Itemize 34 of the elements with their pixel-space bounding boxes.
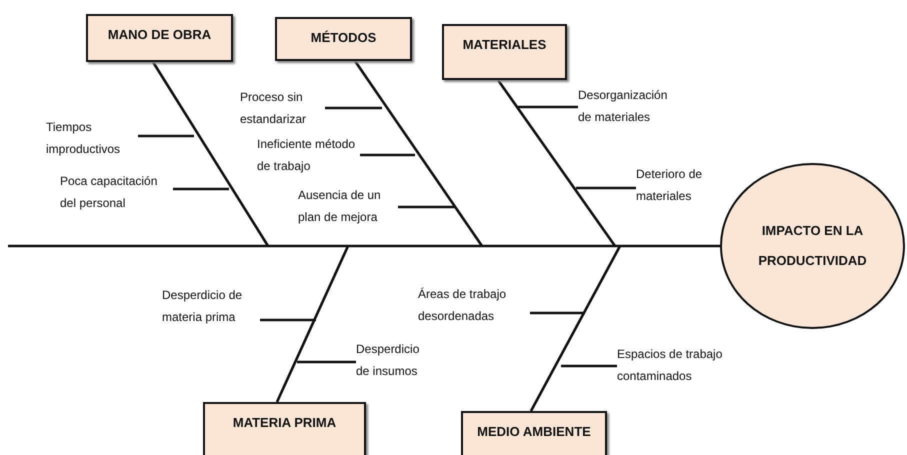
category-box: MATERIA PRIMA bbox=[203, 402, 366, 455]
leader-line bbox=[561, 364, 617, 368]
category-box: MATERIALES bbox=[442, 24, 567, 80]
bone-line bbox=[152, 61, 270, 247]
cause-text: Desperdicio de insumos bbox=[356, 338, 430, 382]
leader-line bbox=[518, 106, 578, 108]
cause-text: Ausencia de un plan de mejora bbox=[298, 184, 398, 228]
cause-text: Deterioro de materiales bbox=[636, 163, 710, 207]
category-box: MEDIO AMBIENTE bbox=[461, 411, 607, 455]
cause-text: Poca capacitación del personal bbox=[60, 170, 173, 214]
cause-text: Desorganización de materiales bbox=[578, 84, 678, 128]
bone-line bbox=[496, 79, 616, 247]
leader-line bbox=[173, 188, 229, 190]
cause-text: Desperdicio de materia prima bbox=[162, 284, 260, 330]
leader-line bbox=[260, 318, 316, 322]
leader-line bbox=[530, 312, 585, 314]
cause-text: Tiempos improductivos bbox=[46, 116, 138, 160]
leader-line bbox=[138, 134, 194, 138]
category-box: MANO DE OBRA bbox=[86, 14, 233, 62]
effect-ellipse: IMPACTO EN LA PRODUCTIVIDAD bbox=[720, 163, 905, 329]
cause-text: Áreas de trabajo desordenadas bbox=[418, 283, 530, 329]
cause-text: Espacios de trabajo contaminados bbox=[617, 343, 745, 387]
leader-line bbox=[360, 154, 415, 156]
cause-text: Ineficiente método de trabajo bbox=[257, 133, 360, 177]
leader-line bbox=[297, 360, 356, 364]
cause-text: Proceso sin estandarizar bbox=[240, 86, 325, 130]
leader-line bbox=[325, 106, 382, 110]
leader-line bbox=[576, 186, 636, 190]
category-box: MÉTODOS bbox=[275, 17, 412, 61]
spine-line bbox=[8, 244, 720, 248]
bone-line bbox=[530, 245, 622, 412]
bone-line bbox=[276, 245, 350, 403]
bone-line bbox=[354, 60, 484, 247]
leader-line bbox=[398, 206, 456, 208]
